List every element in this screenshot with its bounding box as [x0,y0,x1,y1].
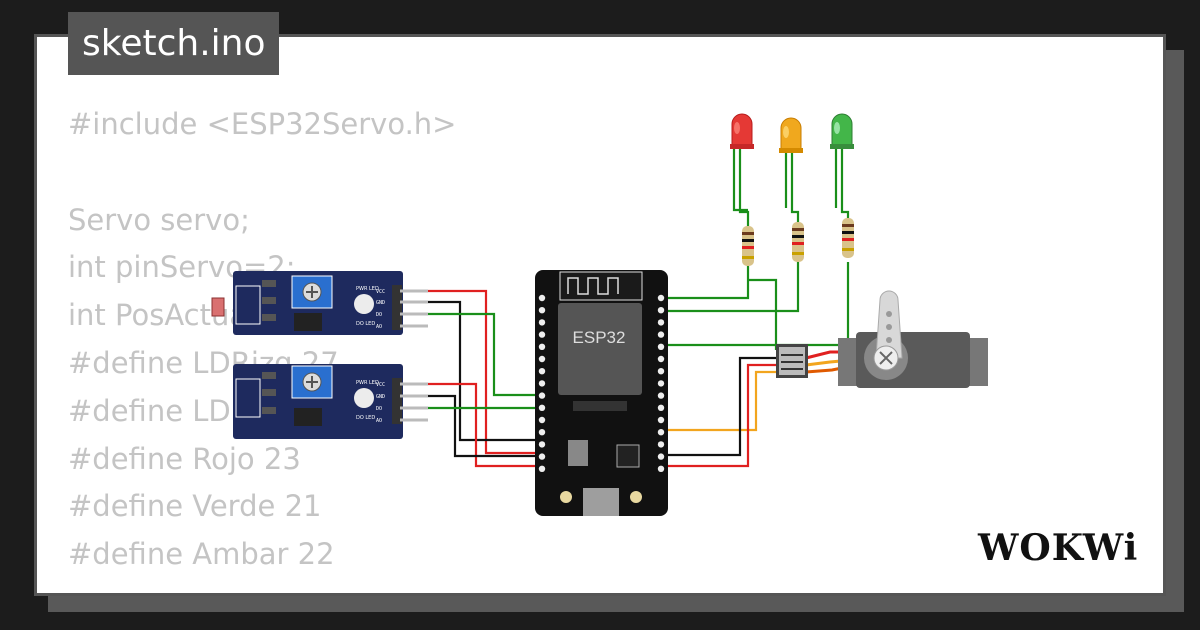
esp32-pin[interactable] [538,441,546,448]
esp32-pin[interactable] [538,392,546,399]
ldr-module-2[interactable]: VCC GND DO AO PWR LED DO LED [233,364,428,439]
led-green[interactable] [830,113,854,149]
pin-label: AO [376,418,382,424]
do-led-label: DO LED [356,321,375,327]
esp32-pin[interactable] [538,429,546,436]
esp32-label: ESP32 [573,328,626,347]
esp32-pin[interactable] [538,294,546,302]
code-line: Servo servo; [68,202,250,237]
esp32-pin[interactable] [657,392,665,399]
esp32-pin[interactable] [657,294,665,302]
esp32-pin[interactable] [538,368,546,375]
code-line: #define Ambar 22 [68,537,335,572]
esp32-pin[interactable] [657,380,665,387]
servo-motor[interactable] [838,290,988,388]
code-line: #define Rojo 23 [68,441,301,476]
esp32-pin[interactable] [538,416,546,424]
esp32-pin[interactable] [657,429,665,436]
servo-connector[interactable] [776,344,808,378]
resistor-2[interactable] [792,222,804,262]
esp32-pin[interactable] [538,307,546,314]
esp32-pin[interactable] [657,441,665,448]
pwr-led-label: PWR LED [356,380,379,386]
esp32-pin[interactable] [538,380,546,387]
code-line: #define LDRizq 27 [68,345,339,380]
ldr-module-1[interactable]: VCC GND DO AO PWR LED DO LED [211,271,428,335]
esp32-pin[interactable] [538,343,546,350]
pin-label: DO [376,406,382,412]
esp32-pin[interactable] [657,465,665,472]
esp32-pin[interactable] [538,355,546,363]
pin-label: DO [376,312,382,318]
pin-label: GND [376,300,385,306]
file-title: sketch.ino [68,12,280,75]
led-red[interactable] [730,113,754,149]
pin-label: AO [376,324,382,330]
esp32-pin[interactable] [657,404,665,411]
esp32-pin[interactable] [657,319,665,326]
esp32-pin[interactable] [657,355,665,363]
code-line: int PosActual [68,298,256,333]
resistor-3[interactable] [842,218,854,258]
esp32-pin[interactable] [538,465,546,472]
resistor-1[interactable] [742,226,754,266]
esp32-pin[interactable] [657,307,665,314]
esp32-pin[interactable] [538,319,546,326]
code-line: #include <ESP32Servo.h> [68,107,457,141]
esp32-pin[interactable] [657,453,665,460]
pin-label: VCC [376,382,385,388]
pin-label: GND [376,394,385,400]
esp32-pin[interactable] [657,368,665,375]
esp32-pin[interactable] [657,343,665,350]
esp32-board[interactable]: ESP32 [535,270,668,516]
code-line: #define Verde 21 [68,489,322,524]
esp32-pins [538,294,665,472]
do-led-label: DO LED [356,415,375,421]
esp32-pin[interactable] [538,404,546,411]
esp32-pin[interactable] [538,453,546,460]
wokwi-logo: WOKWi [978,527,1139,569]
code-editor: #include <ESP32Servo.h> Servo servo; int… [68,101,456,579]
led-amber[interactable] [779,117,803,153]
pin-label: VCC [376,289,385,295]
esp32-pin[interactable] [657,331,665,338]
pwr-led-label: PWR LED [356,286,379,292]
esp32-pin[interactable] [538,331,546,338]
esp32-pin[interactable] [657,416,665,424]
